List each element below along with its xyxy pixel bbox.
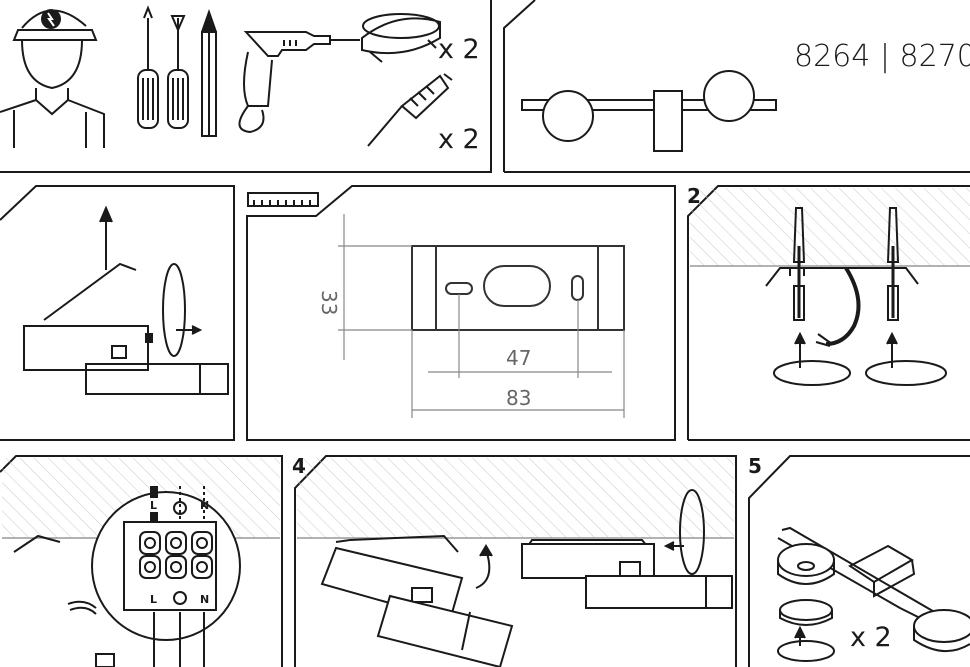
model-numbers: 8264 | 8270 (794, 39, 970, 74)
step-4-number: 4 (292, 454, 306, 478)
panel-product-overview (521, 70, 777, 152)
panel-tools (0, 0, 970, 173)
mounted-fixture (521, 489, 733, 609)
screwdriver-set-icon (137, 5, 217, 137)
panel-wiring (0, 455, 283, 667)
terminal-neutral-bottom: N (200, 593, 210, 606)
terminal-neutral-top: N (200, 499, 210, 512)
step-5-number: 5 (748, 454, 762, 478)
tilted-fixture (320, 534, 514, 667)
terminal-live-bottom: L (150, 593, 158, 606)
bracket-drawing (411, 245, 625, 331)
wall-plug-icon (367, 73, 453, 147)
hole-spacing-dimension: 47 (506, 346, 532, 370)
panel-unhook (0, 185, 235, 441)
panel-step5 (748, 455, 970, 667)
width-dimension: 83 (506, 386, 532, 410)
step5-cup-quantity: x 2 (850, 622, 892, 653)
terminal-live-top: L (150, 499, 158, 512)
electrician-figure (0, 9, 105, 148)
panel-step4 (294, 455, 737, 667)
panel-bracket-dimensions (246, 185, 676, 441)
dowel-quantity: x 2 (438, 124, 480, 155)
cup-quantity: x 2 (438, 34, 480, 65)
terminal-block (123, 486, 217, 667)
drill-icon (238, 31, 360, 134)
ceiling-cup-icon (361, 13, 441, 63)
panel-step2 (687, 185, 970, 441)
dimension-lines (338, 214, 625, 418)
step-2-number: 2 (687, 184, 701, 208)
height-dimension: 33 (317, 290, 341, 316)
